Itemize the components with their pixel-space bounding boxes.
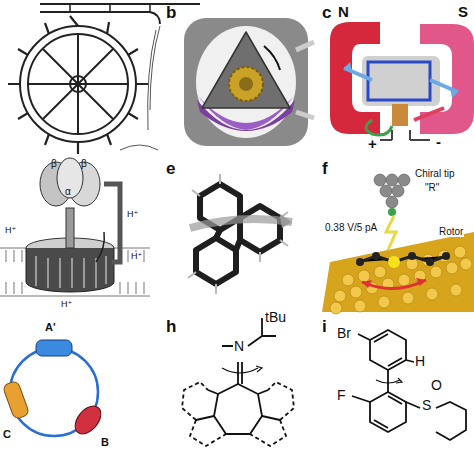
annotation: Rotor [438, 226, 464, 237]
subunit-label: β [50, 158, 58, 169]
component-label: B [100, 436, 110, 448]
atom-label: O [430, 378, 443, 393]
atom-label: S [421, 398, 432, 413]
biaryl-rotor-structure [352, 330, 466, 440]
proton-label: H⁺ [130, 252, 143, 262]
subunit-label: β [80, 158, 88, 169]
catenane-rotor [2, 340, 106, 439]
proton-label: H⁺ [4, 226, 17, 236]
atom-label: tBu [264, 310, 287, 325]
panel-letter: h [166, 318, 176, 337]
atom-label: F [336, 388, 347, 403]
component-label: C [2, 428, 12, 440]
subunit-label: α [64, 186, 72, 197]
panel-letter: c [322, 4, 331, 23]
annotation: 0.38 V/5 pA [324, 222, 378, 233]
atom-label: N [233, 339, 245, 354]
proton-label: H⁺ [126, 210, 139, 220]
annotation: "R" [424, 182, 440, 193]
atom-label: H [414, 354, 426, 369]
panel-letter: f [322, 160, 328, 179]
panel-letter: b [166, 4, 176, 23]
molecular-rotor [188, 174, 292, 294]
stm-rotor [322, 174, 474, 314]
panel-letter: i [322, 318, 327, 337]
wankel-engine [184, 18, 314, 146]
atom-label: Br [336, 326, 352, 341]
annotation: Chiral tip [414, 168, 455, 179]
terminal-sign: + [368, 136, 377, 153]
panel-letter: e [166, 160, 175, 179]
proton-label: H⁺ [60, 300, 73, 310]
atp-synthase [0, 158, 150, 296]
pole-label: N [338, 4, 349, 21]
water-wheel [8, 4, 200, 154]
pole-label: S [458, 4, 468, 21]
component-label: A' [44, 321, 57, 333]
terminal-sign: - [436, 134, 441, 151]
imine-rotor-structure [182, 318, 294, 446]
electric-motor [330, 22, 474, 140]
